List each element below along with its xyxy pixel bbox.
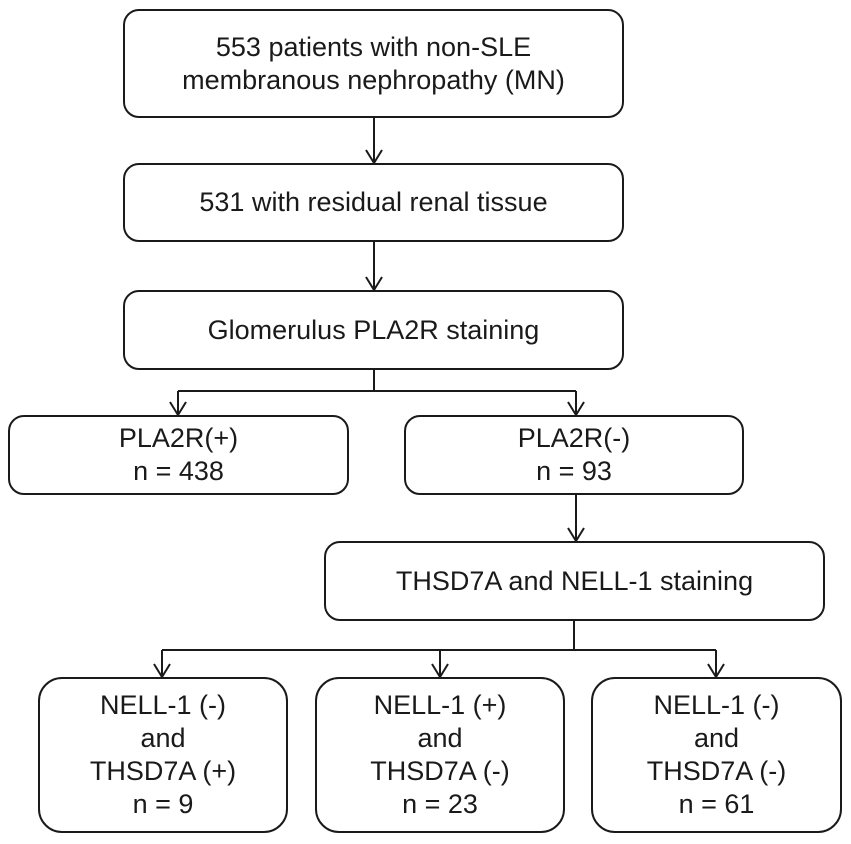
- box-nell1-neg-thsd7a-pos-line-4: n = 9: [132, 789, 194, 819]
- box-nell1-pos-thsd7a-neg-line-3: THSD7A (-): [370, 756, 510, 786]
- box-nell1-pos-thsd7a-neg: NELL-1 (+) and THSD7A (-) n = 23: [315, 677, 565, 833]
- box-pla2r-negative-line-1: PLA2R(-): [517, 423, 631, 453]
- box-nell1-neg-thsd7a-neg-line-2: and: [693, 723, 740, 753]
- box-nell1-neg-thsd7a-neg-line-1: NELL-1 (-): [653, 690, 780, 720]
- box-pla2r-negative-line-2: n = 93: [536, 456, 612, 486]
- box-thsd7a-nell1-staining: THSD7A and NELL-1 staining: [324, 541, 825, 621]
- box-nell1-pos-thsd7a-neg-line-2: and: [417, 723, 463, 753]
- box-nell1-neg-thsd7a-pos-line-3: THSD7A (+): [89, 756, 237, 786]
- box-nell1-neg-thsd7a-pos-line-1: NELL-1 (-): [99, 690, 227, 720]
- box-nell1-neg-thsd7a-neg-line-4: n = 61: [678, 789, 755, 819]
- box-total-patients-line-1: 553 patients with non-SLE: [215, 31, 532, 62]
- box-nell1-neg-thsd7a-neg-line-3: THSD7A (-): [646, 756, 787, 786]
- box-nell1-neg-thsd7a-neg: NELL-1 (-) and THSD7A (-) n = 61: [591, 677, 842, 833]
- box-total-patients: 553 patients with non-SLE membranous nep…: [123, 9, 624, 118]
- box-nell1-pos-thsd7a-neg-line-4: n = 23: [402, 789, 478, 819]
- box-nell1-pos-thsd7a-neg-line-1: NELL-1 (+): [373, 690, 507, 720]
- box-thsd7a-nell1-staining-line-1: THSD7A and NELL-1 staining: [395, 565, 754, 596]
- box-pla2r-positive-line-2: n = 438: [133, 456, 224, 486]
- box-pla2r-staining: Glomerulus PLA2R staining: [123, 290, 624, 370]
- box-pla2r-positive: PLA2R(+) n = 438: [8, 415, 349, 495]
- box-nell1-neg-thsd7a-pos-line-2: and: [140, 723, 186, 753]
- box-pla2r-negative: PLA2R(-) n = 93: [404, 415, 744, 495]
- box-nell1-neg-thsd7a-pos: NELL-1 (-) and THSD7A (+) n = 9: [38, 677, 288, 833]
- box-residual-tissue: 531 with residual renal tissue: [123, 163, 624, 242]
- box-residual-tissue-line-1: 531 with residual renal tissue: [199, 187, 548, 217]
- box-pla2r-staining-line-1: Glomerulus PLA2R staining: [207, 314, 540, 345]
- box-total-patients-line-2: membranous nephropathy (MN): [182, 64, 565, 95]
- box-pla2r-positive-line-1: PLA2R(+): [118, 423, 239, 453]
